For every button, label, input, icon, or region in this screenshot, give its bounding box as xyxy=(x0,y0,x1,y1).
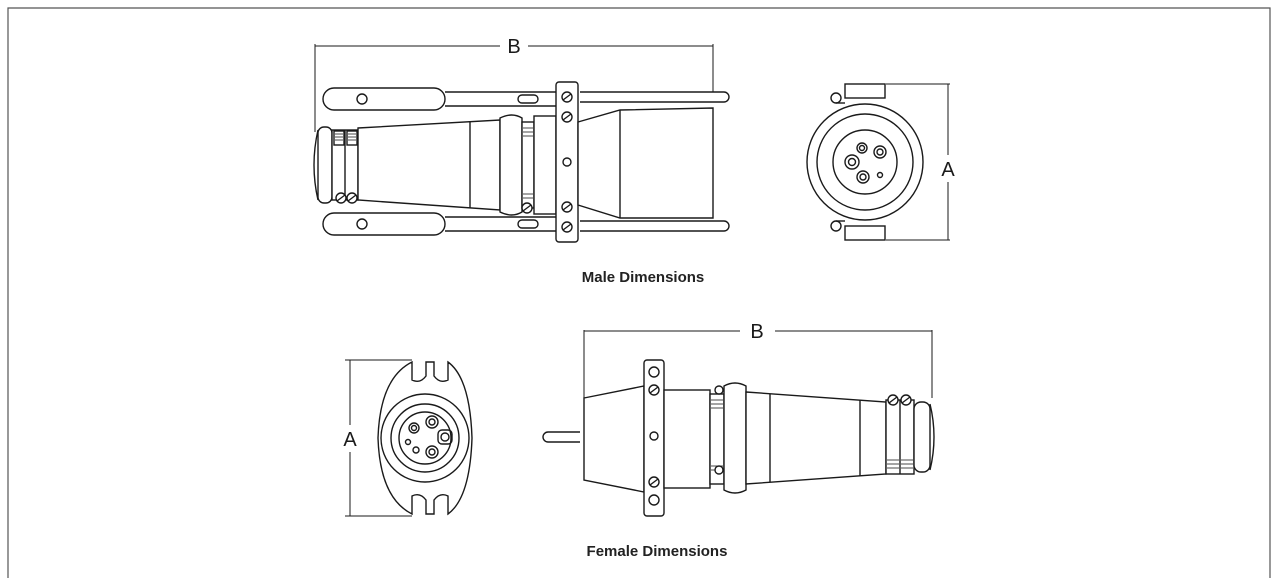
female-dim-b-label: B xyxy=(750,321,763,343)
male-dimensions-caption: Male Dimensions xyxy=(581,269,705,286)
male-dim-b-label: B xyxy=(507,36,520,58)
female-dimensions-caption: Female Dimensions xyxy=(586,543,728,560)
frame-border xyxy=(7,7,1271,578)
male-dim-a-label: A xyxy=(941,159,955,181)
female-dim-a-label: A xyxy=(343,429,357,451)
female-side-view xyxy=(542,330,935,517)
female-end-view xyxy=(345,359,473,517)
male-side-view xyxy=(313,44,730,243)
male-end-view xyxy=(806,83,950,241)
